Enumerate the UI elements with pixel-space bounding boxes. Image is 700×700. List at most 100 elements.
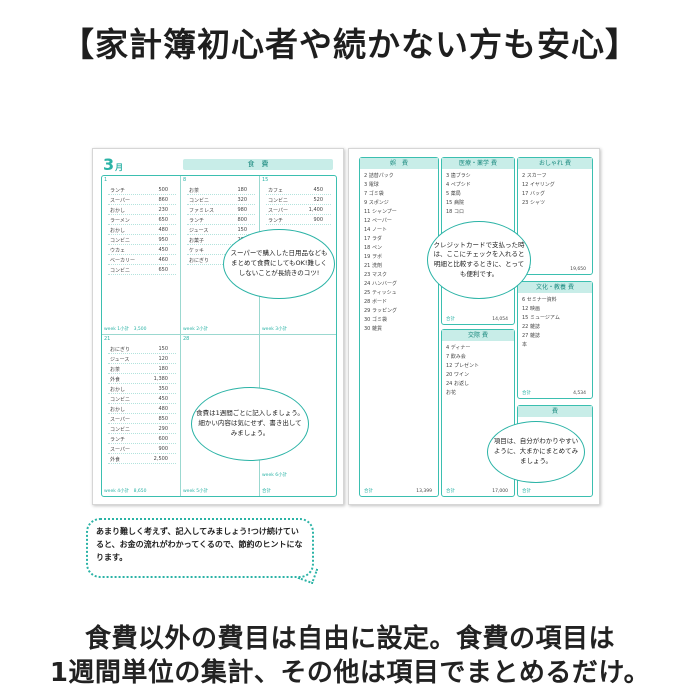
category-row: 4 ペプシド — [446, 182, 471, 188]
category-row: 21 洗剤 — [364, 263, 382, 269]
category-row: 11 シャンプー — [364, 209, 397, 215]
expense-name: ジュース — [110, 357, 130, 363]
category-row: 7 ゴミ袋 — [364, 191, 384, 197]
entry-line — [187, 244, 255, 245]
category-row: 本 — [522, 342, 528, 348]
expense-amount: 800 — [237, 217, 247, 223]
category-total-label: 合計 — [446, 489, 455, 494]
category-title: おしゃれ 費 — [518, 158, 592, 169]
expense-name: おかし — [110, 228, 126, 234]
entry-line — [187, 204, 255, 205]
category-row: 15 ミュージアム — [522, 315, 560, 321]
category-title: 交際 費 — [442, 330, 514, 341]
category-row: 12 イヤリング — [522, 182, 555, 188]
category-row: お花 — [446, 390, 457, 396]
entry-line — [108, 373, 176, 374]
entry-line — [108, 353, 176, 354]
category-title: 費 — [518, 406, 592, 417]
expense-amount: 950 — [158, 237, 168, 243]
expense-name: スーパー — [110, 198, 130, 204]
category-row: 24 ハンバーグ — [364, 281, 397, 287]
expense-name: ランチ — [110, 188, 126, 194]
expense-amount: 480 — [158, 227, 168, 233]
category-row: 12 映画 — [522, 306, 540, 312]
week5-subtotal-label: week 5小計 — [183, 489, 209, 494]
expense-name: ベーカリー — [110, 258, 136, 264]
entry-line — [266, 224, 331, 225]
expense-amount: 860 — [158, 197, 168, 203]
category-row: 19 ヲボ — [364, 254, 382, 260]
expense-name: ケッキ — [189, 248, 205, 254]
entry-line — [187, 194, 255, 195]
week4-day-label: 21 — [104, 336, 111, 342]
expense-amount: 180 — [158, 366, 168, 372]
expense-amount: 150 — [237, 227, 247, 233]
expense-amount: 900 — [313, 217, 323, 223]
expense-name: おかし — [110, 407, 126, 413]
category-row: 3 電球 — [364, 182, 379, 188]
expense-amount: 900 — [158, 446, 168, 452]
entry-line — [187, 214, 255, 215]
month-suffix: 月 — [115, 163, 124, 172]
expense-name: ランチ — [110, 437, 126, 443]
expense-amount: 290 — [158, 426, 168, 432]
expense-name: コンビニ — [110, 397, 131, 403]
category-total-value: 17,000 — [492, 489, 508, 494]
grand-total-label: 合計 — [262, 489, 271, 494]
expense-name: おにぎり — [189, 258, 210, 264]
expense-amount: 450 — [158, 396, 168, 402]
category-row: 7 飲み会 — [446, 354, 466, 360]
category-row: 2 スカーフ — [522, 173, 547, 179]
expense-name: ランチ — [268, 218, 284, 224]
category-row: 30 雑貨 — [364, 326, 382, 332]
category-total-value: 19,650 — [570, 267, 586, 272]
category-row: 23 シャツ — [522, 200, 545, 206]
month-number: 3 — [103, 155, 115, 174]
category-total-value: 14,054 — [492, 317, 508, 322]
entry-line — [108, 224, 176, 225]
entry-line — [108, 194, 176, 195]
week3-day-label: 15 — [262, 177, 269, 183]
category-title: 医療・薬学 費 — [442, 158, 514, 169]
expense-name: ランチ — [189, 218, 205, 224]
expense-name: おかし — [110, 387, 126, 393]
week6-subtotal-label: week 6小計 — [262, 473, 288, 478]
category-row: 12 ペーパー — [364, 218, 392, 224]
expense-amount: 1,380 — [153, 376, 168, 382]
category-row: 25 ティッシュ — [364, 290, 397, 296]
headline: 【家計簿初心者や続かない方も安心】 — [61, 25, 639, 64]
advice-note: あまり難しく考えず、記入してみましょう!つけ続けていると、お金の流れがわかってく… — [86, 518, 314, 578]
entry-line — [108, 234, 176, 235]
expense-name: コンビニ — [268, 198, 289, 204]
category-row: 28 ボード — [364, 299, 387, 305]
caption-line-1: 食費以外の費目は自由に設定。食費の項目は — [84, 624, 615, 654]
expense-entry: ランチ 800 — [181, 215, 259, 225]
caption-line-2: 1週間単位の集計、その他は項目でまとめるだけ。 — [49, 658, 651, 688]
category-row: 14 ノート — [364, 227, 387, 233]
entry-line — [108, 403, 176, 404]
entry-line — [108, 453, 176, 454]
entry-line — [266, 194, 331, 195]
expense-amount: 480 — [158, 406, 168, 412]
category-row: 9 スポンジ — [364, 200, 389, 206]
expense-entry: ランチ 900 — [260, 215, 335, 225]
category-title: 娯 費 — [360, 158, 438, 169]
expense-amount: 450 — [158, 247, 168, 253]
expense-name: カフェ — [268, 188, 284, 194]
category-total-label: 合計 — [522, 391, 531, 396]
